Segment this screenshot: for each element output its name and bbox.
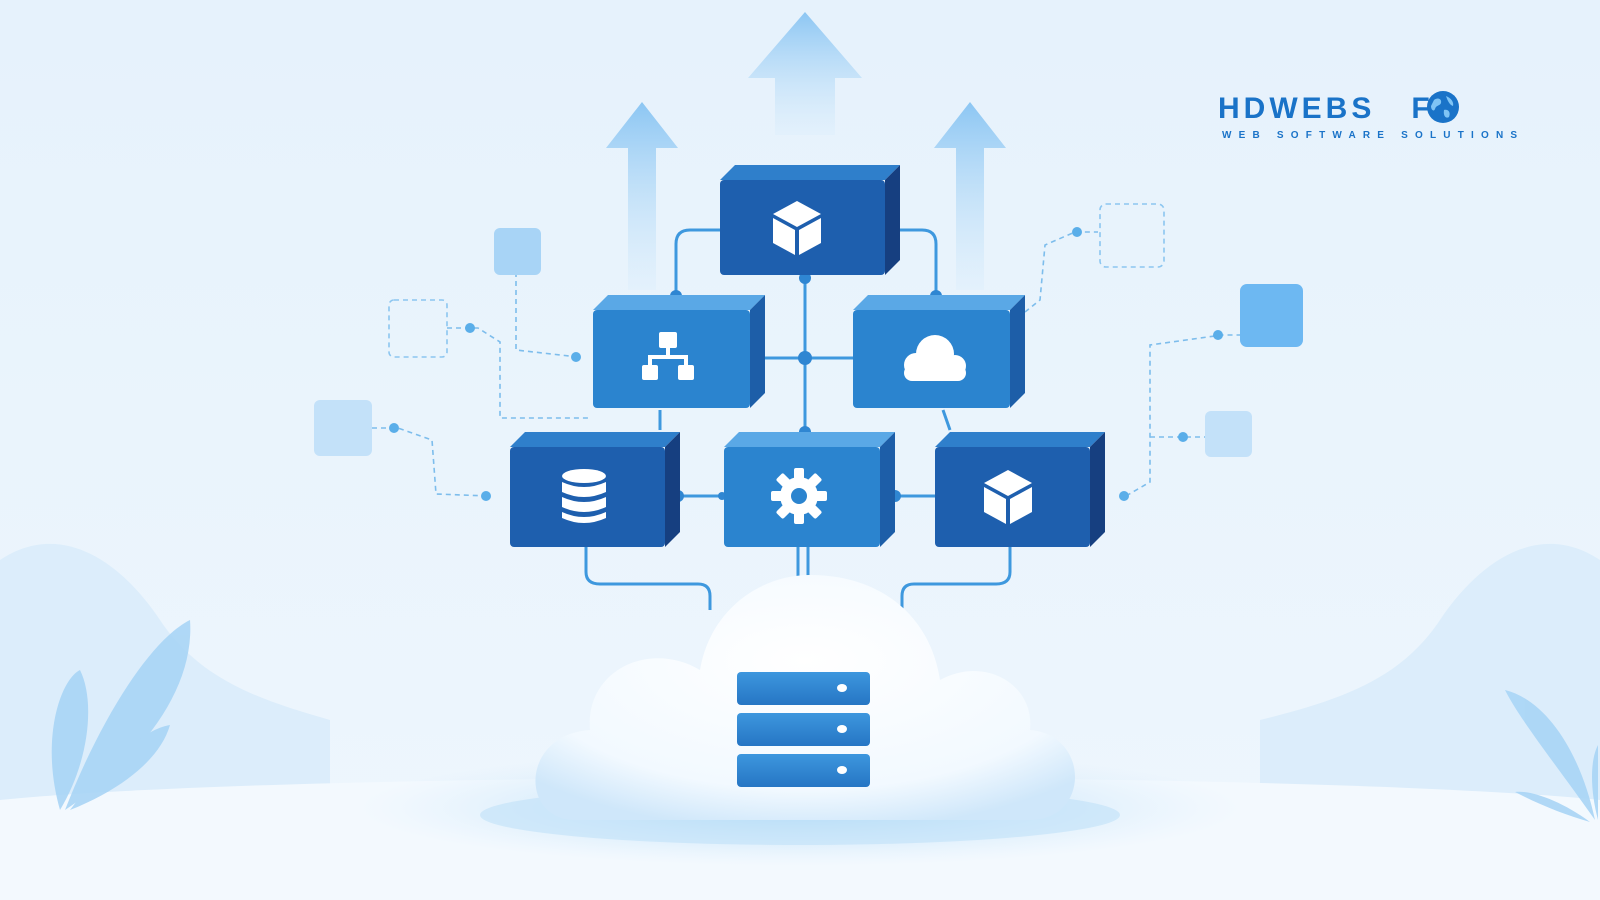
block-settings — [724, 432, 895, 547]
brand-name: HDWEBSFT — [1218, 92, 1452, 125]
block-database — [510, 432, 680, 547]
arrow-up-left-icon — [606, 102, 678, 290]
brand-logo: HDWEBSFT WEB SOFTWARE SOLUTIONS — [1218, 91, 1528, 152]
leaf-left — [51, 620, 191, 810]
globe-icon — [1427, 91, 1459, 123]
growth-arrows — [606, 12, 1006, 290]
block-hierarchy — [593, 295, 765, 408]
leaf-right — [1505, 690, 1598, 822]
block-top — [720, 165, 900, 275]
cloud-icon — [904, 335, 966, 381]
server-rack-icon — [737, 672, 870, 787]
block-module — [935, 432, 1105, 547]
arrow-up-right-icon — [934, 102, 1006, 290]
arrow-up-center-icon — [748, 12, 862, 135]
dashed-placeholder-boxes — [388, 203, 1165, 358]
connector-dots — [389, 227, 1223, 501]
cube-icon — [773, 201, 821, 255]
gear-icon — [771, 468, 827, 524]
block-cloud — [853, 295, 1025, 408]
brand-tagline: WEB SOFTWARE SOLUTIONS — [1222, 130, 1525, 141]
database-icon — [562, 469, 606, 523]
cube-icon — [984, 470, 1032, 524]
solid-floating-squares — [314, 228, 1303, 457]
cloud-platform — [535, 575, 1075, 820]
hierarchy-icon — [642, 332, 694, 380]
